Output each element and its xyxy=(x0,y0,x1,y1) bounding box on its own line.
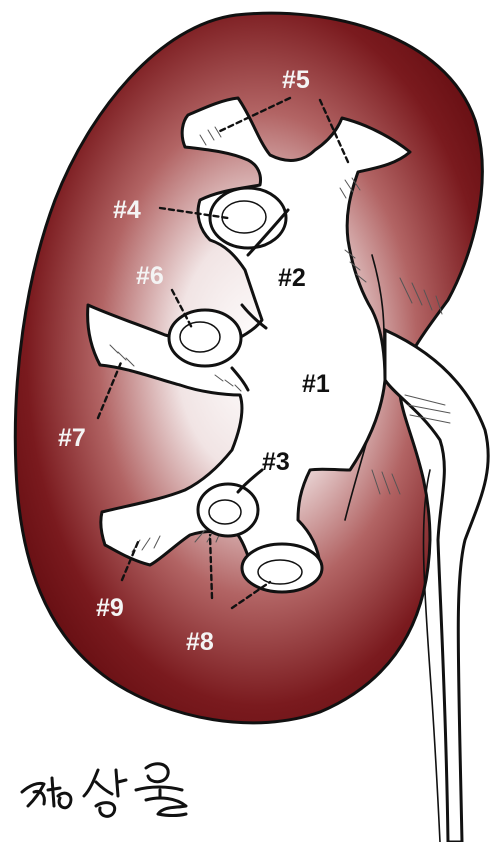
label-4: #4 xyxy=(113,196,141,224)
label-6: #6 xyxy=(136,262,164,290)
label-5: #5 xyxy=(282,66,310,94)
label-7: #7 xyxy=(58,424,86,452)
signature xyxy=(22,764,186,817)
calyx-cup-3 xyxy=(198,484,258,536)
label-8: #8 xyxy=(186,628,214,656)
label-3: #3 xyxy=(262,448,290,476)
calyx-cup-4 xyxy=(210,188,286,248)
calyx-cup-6 xyxy=(169,310,241,366)
calyx-cup-8 xyxy=(242,544,322,592)
label-1: #1 xyxy=(302,370,330,398)
label-9: #9 xyxy=(96,594,124,622)
label-2: #2 xyxy=(278,264,306,292)
